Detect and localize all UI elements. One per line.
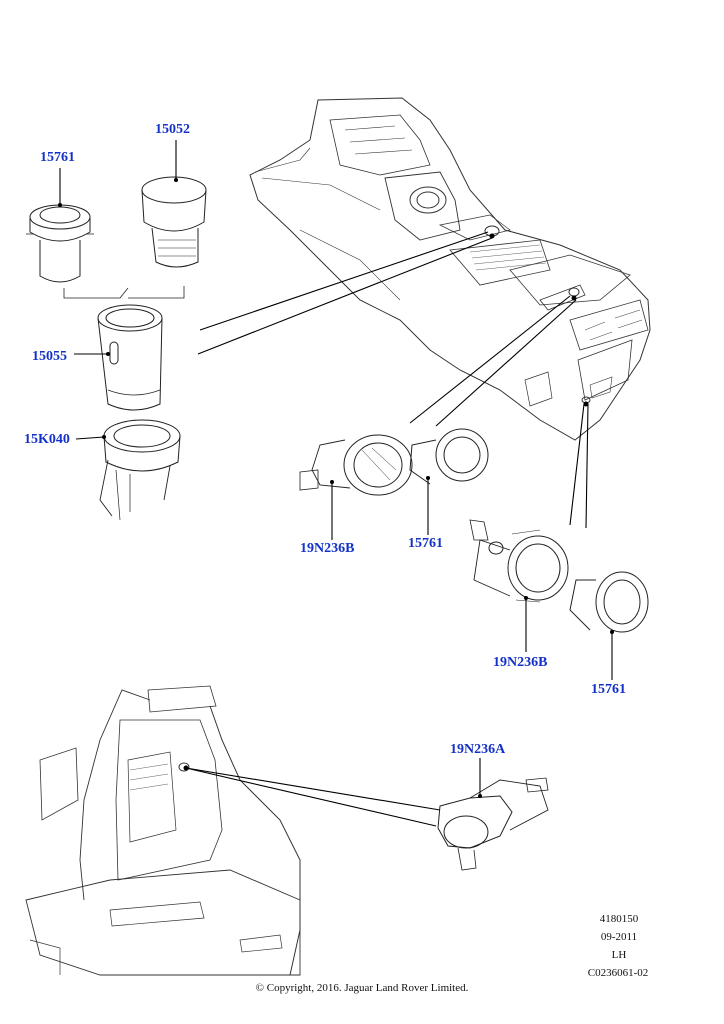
socket-19n236b-right-illustration xyxy=(469,519,569,603)
bezel-15k040-illustration xyxy=(99,419,181,521)
callout-15055: 15055 xyxy=(32,349,67,364)
pointer-right-console-a xyxy=(569,403,585,526)
pointer-loadspace-b xyxy=(185,767,437,827)
socket-19n236b-mid-illustration xyxy=(299,434,413,496)
cap-15761-right-illustration xyxy=(569,571,649,633)
pointer-loadspace-a xyxy=(185,767,441,811)
callout-15761-mid: 15761 xyxy=(408,536,443,551)
pointer-15055-console-a xyxy=(199,231,489,331)
diagram-date: 09-2011 xyxy=(600,931,638,943)
socket-19n236a-illustration xyxy=(437,777,549,871)
pointer-mid-console-a xyxy=(409,295,571,424)
pair-bracket xyxy=(63,286,185,299)
diagram-number: 4180150 xyxy=(599,913,639,925)
callout-15761-right: 15761 xyxy=(591,682,626,697)
callout-19n236a: 19N236A xyxy=(450,742,506,757)
leader-dots xyxy=(58,178,614,798)
callout-15052: 15052 xyxy=(155,122,190,137)
diagram-side: LH xyxy=(611,949,627,961)
callout-15k040: 15K040 xyxy=(24,432,70,447)
sleeve-15055-illustration xyxy=(97,304,163,411)
cap-15761-mid-illustration xyxy=(409,428,489,485)
load-space-illustration xyxy=(25,685,301,976)
center-console-illustration xyxy=(249,97,651,441)
diagram-code: C0236061-02 xyxy=(587,967,649,979)
leader-15k040 xyxy=(75,436,105,440)
callout-19n236b-right: 19N236B xyxy=(493,655,548,670)
leader-lines xyxy=(59,140,613,827)
callout-19n236b-mid: 19N236B xyxy=(300,541,355,556)
callout-15761-top: 15761 xyxy=(40,150,75,165)
pointer-15055-console-b xyxy=(197,237,493,355)
lighter-15052-illustration xyxy=(141,176,207,268)
copyright-notice: © Copyright, 2016. Jaguar Land Rover Lim… xyxy=(255,982,469,994)
pointer-right-console-b xyxy=(585,403,589,529)
cap-15761-top-illustration xyxy=(26,204,94,283)
pointer-mid-console-b xyxy=(435,299,577,427)
